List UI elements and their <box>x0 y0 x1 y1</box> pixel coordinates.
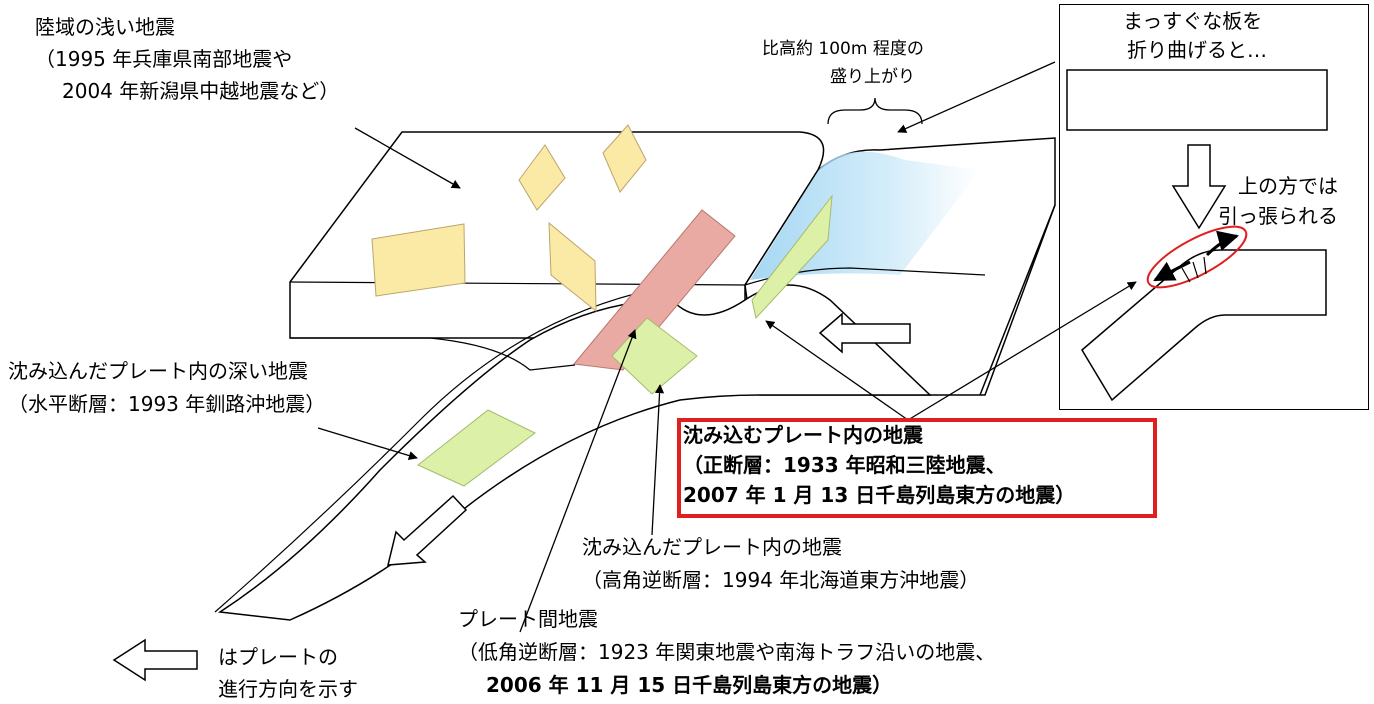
inset-tension-line1: 上の方では <box>1238 174 1338 198</box>
legend-line2: 進行方向を示す <box>218 677 358 701</box>
leader-line <box>651 384 665 536</box>
subducting-quake-line2: （正断層：1933 年昭和三陸地震、 <box>683 453 1006 477</box>
deep-quake-title: 沈み込んだプレート内の深い地震 <box>8 359 308 383</box>
hollow-left-arrow-icon <box>112 638 198 682</box>
straight-plate <box>1066 69 1328 131</box>
leader-line <box>317 427 418 460</box>
inset-caption-line2: 折り曲げると… <box>1127 38 1267 62</box>
fault-patch <box>518 144 566 211</box>
leader-line <box>897 61 1056 133</box>
normal-fault-patch <box>751 194 833 320</box>
bending-plate-inset <box>1066 69 1328 402</box>
interplate-line2: （低角逆断層：1923 年関東地震や南海トラフ沿いの地震、 <box>458 640 996 664</box>
uplift-label-line2: 盛り上がり <box>830 67 915 87</box>
shallow-quake-line3: 2004 年新潟県中越地震など） <box>62 79 340 103</box>
highlight-box <box>677 418 1157 518</box>
horizontal-fault-patch <box>417 409 536 487</box>
leader-line <box>519 329 637 633</box>
uplift-label-line1: 比高約 100m 程度の <box>762 39 924 59</box>
reverse-quake-line2: （高角逆断層：1994 年北海道東方沖地震） <box>582 568 980 592</box>
inset-caption-line1: まっすぐな板を <box>1123 9 1263 33</box>
shallow-quake-line2: （1995 年兵庫県南部地震や <box>35 47 293 71</box>
bent-plate <box>1081 249 1327 402</box>
legend-line1: はプレートの <box>218 645 338 669</box>
deep-quake-line2: （水平断層：1993 年釧路沖地震） <box>8 392 326 416</box>
hollow-down-left-arrow-icon <box>387 494 468 566</box>
curved-arrow-icon <box>1153 260 1191 282</box>
inset-tension-line2: 引っ張られる <box>1218 204 1338 228</box>
fault-patch <box>548 221 597 313</box>
hollow-left-arrow-icon <box>818 312 911 354</box>
fault-patch <box>602 124 647 193</box>
curved-arrow-icon <box>1205 230 1240 257</box>
fault-patch <box>371 223 466 297</box>
leader-line <box>354 127 461 189</box>
shallow-quake-title: 陸域の浅い地震 <box>35 15 175 39</box>
interplate-fault-plane <box>573 209 736 371</box>
leader-line <box>765 320 909 421</box>
subducting-quake-line3: 2007 年 1 月 13 日千島列島東方の地震） <box>683 483 1076 507</box>
subducting-quake-title: 沈み込むプレート内の地震 <box>683 423 923 447</box>
hollow-down-arrow-icon <box>1171 144 1227 230</box>
leader-line <box>907 281 1137 421</box>
interplate-title: プレート間地震 <box>458 607 598 631</box>
reverse-quake-title: 沈み込んだプレート内の地震 <box>582 535 842 559</box>
uplift-brace <box>827 97 923 125</box>
interplate-line3: 2006 年 11 月 15 日千島列島東方の地震） <box>486 673 893 697</box>
inset-frame <box>1059 4 1369 410</box>
